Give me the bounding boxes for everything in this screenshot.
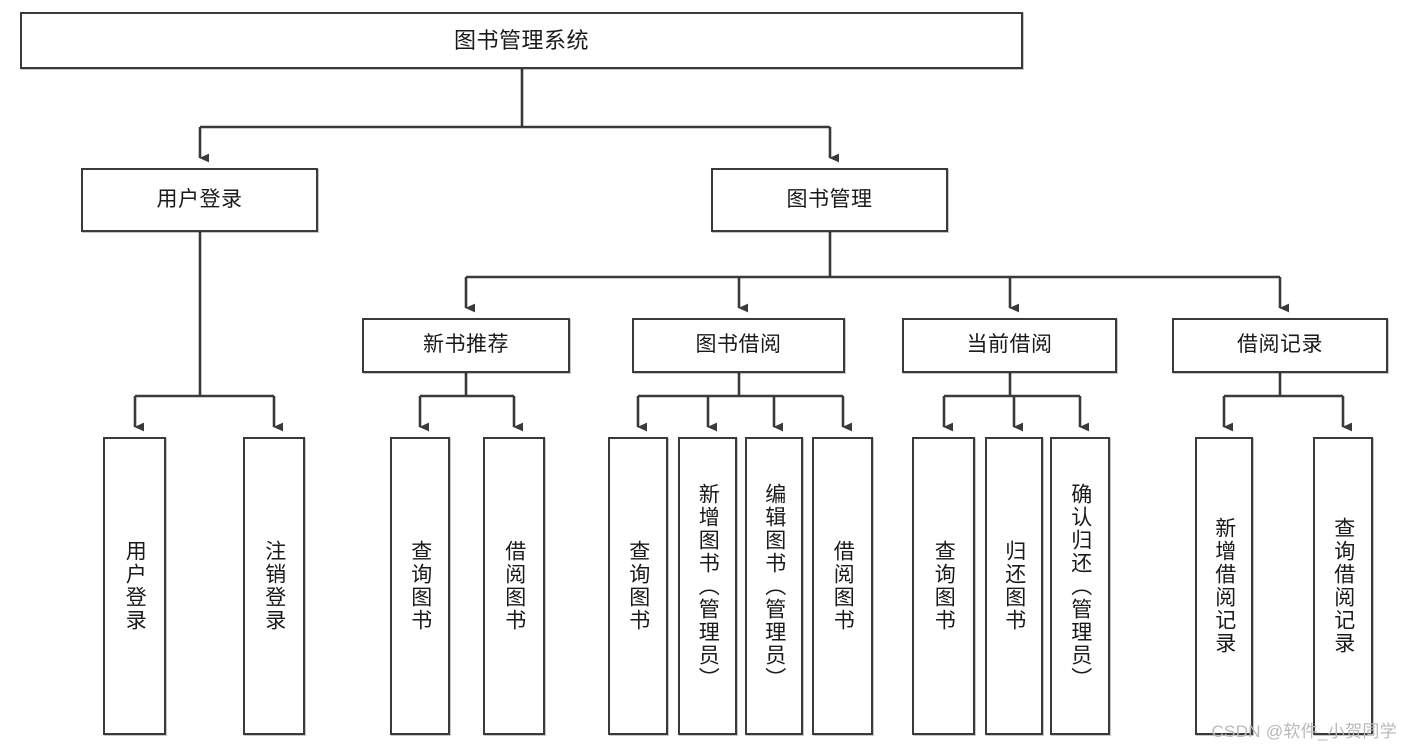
node-label-leaf-borrow-book-rec: 借阅图书 [502,540,526,632]
node-leaf-query-book-borrow[interactable]: 查询图书 [608,437,668,735]
node-label-leaf-return-book: 归还图书 [1002,540,1026,632]
node-label-leaf-query-borrow-record: 查询借阅记录 [1331,517,1355,655]
edge-layer [133,69,1353,432]
node-leaf-query-borrow-record[interactable]: 查询借阅记录 [1313,437,1373,735]
node-label-leaf-query-book-current: 查询图书 [932,540,956,632]
node-label-leaf-logout-login: 注销登录 [262,540,286,632]
node-leaf-edit-book-admin[interactable]: 编辑图书（管理员） [745,437,803,735]
node-label-current-borrow: 当前借阅 [966,333,1053,357]
node-label-user-login: 用户登录 [156,187,243,211]
node-leaf-borrow-book[interactable]: 借阅图书 [812,437,873,735]
node-leaf-return-book[interactable]: 归还图书 [985,437,1043,735]
node-new-book-recommend[interactable]: 新书推荐 [362,318,570,373]
node-leaf-confirm-return-admin[interactable]: 确认归还（管理员） [1050,437,1110,735]
node-root[interactable]: 图书管理系统 [20,12,1023,69]
node-leaf-query-book-rec[interactable]: 查询图书 [390,437,450,735]
node-label-leaf-add-borrow-record: 新增借阅记录 [1212,517,1236,655]
node-book-borrow[interactable]: 图书借阅 [632,318,845,373]
node-label-leaf-confirm-return-admin: 确认归还（管理员） [1068,482,1092,690]
node-leaf-query-book-current[interactable]: 查询图书 [912,437,975,735]
node-leaf-add-book-admin[interactable]: 新增图书（管理员） [678,437,737,735]
node-label-borrow-record: 借阅记录 [1237,333,1323,357]
node-label-leaf-add-book-admin: 新增图书（管理员） [696,482,720,690]
node-book-management[interactable]: 图书管理 [711,168,948,232]
node-label-leaf-user-login: 用户登录 [123,540,147,632]
node-label-book-management: 图书管理 [786,187,873,211]
node-user-login[interactable]: 用户登录 [81,168,318,232]
node-label-book-borrow: 图书借阅 [695,333,782,357]
node-label-root: 图书管理系统 [453,27,589,53]
node-leaf-add-borrow-record[interactable]: 新增借阅记录 [1195,437,1253,735]
node-current-borrow[interactable]: 当前借阅 [902,318,1117,373]
node-label-leaf-borrow-book: 借阅图书 [831,540,855,632]
node-label-leaf-edit-book-admin: 编辑图书（管理员） [762,482,786,690]
node-leaf-borrow-book-rec[interactable]: 借阅图书 [483,437,545,735]
node-label-leaf-query-book-borrow: 查询图书 [626,540,650,632]
node-borrow-record[interactable]: 借阅记录 [1172,318,1388,373]
node-label-leaf-query-book-rec: 查询图书 [408,540,432,632]
watermark-text: CSDN @软件_小贺同学 [1211,722,1397,741]
node-leaf-user-login[interactable]: 用户登录 [103,437,166,735]
node-leaf-logout-login[interactable]: 注销登录 [243,437,305,735]
node-label-new-book-recommend: 新书推荐 [423,333,509,357]
